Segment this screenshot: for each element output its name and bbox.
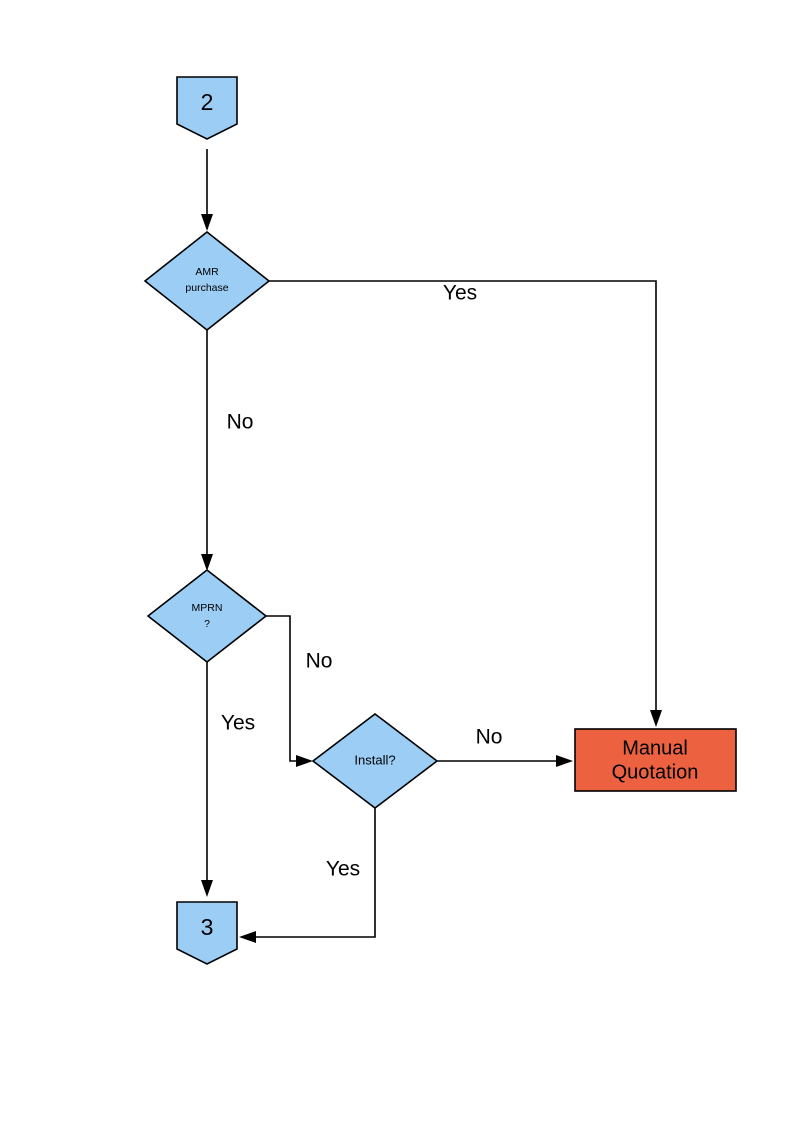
arrowhead-left bbox=[239, 931, 256, 943]
arrowhead-right bbox=[556, 755, 573, 767]
node-label: 2 bbox=[201, 89, 214, 115]
edge-line bbox=[246, 808, 376, 938]
arrowhead-down bbox=[650, 710, 662, 727]
node-label: 3 bbox=[201, 914, 214, 940]
diamond-shape[interactable] bbox=[311, 712, 439, 810]
edge-label-no: No bbox=[227, 411, 254, 434]
edge-label-no: No bbox=[306, 650, 333, 673]
node-connector-2[interactable]: 2 bbox=[176, 76, 238, 140]
arrowhead-right bbox=[296, 755, 313, 767]
node-install[interactable]: Install? bbox=[311, 712, 439, 810]
edge-amr-no: No bbox=[201, 330, 253, 571]
edge-label-yes: Yes bbox=[326, 858, 360, 881]
node-label-line-2: Quotation bbox=[612, 761, 699, 783]
edge-install-yes: Yes bbox=[239, 808, 376, 943]
arrowhead-down bbox=[201, 554, 213, 571]
node-connector-3[interactable]: 3 bbox=[176, 901, 238, 965]
diamond-shape[interactable] bbox=[143, 230, 271, 332]
node-label-line-1: MPRN bbox=[192, 602, 223, 614]
nodes-layer: 2 AMR purchase MPRN ? Install? bbox=[143, 76, 737, 965]
edge-mprn-yes: Yes bbox=[201, 662, 255, 897]
edge-line bbox=[269, 280, 657, 721]
edge-2-to-amr bbox=[201, 149, 213, 231]
node-label-line-2: ? bbox=[204, 618, 210, 630]
edge-amr-yes: Yes bbox=[269, 280, 662, 727]
arrowhead-down bbox=[201, 214, 213, 231]
pentagon-down-shape[interactable] bbox=[176, 901, 238, 965]
edge-label-yes: Yes bbox=[443, 282, 477, 305]
node-label-line-2: purchase bbox=[185, 282, 228, 294]
edges-layer: Yes No No Yes No bbox=[201, 149, 662, 943]
edge-label-no: No bbox=[476, 726, 503, 749]
process-box-shape[interactable] bbox=[574, 728, 737, 792]
diamond-shape[interactable] bbox=[146, 568, 268, 664]
node-amr-purchase[interactable]: AMR purchase bbox=[143, 230, 271, 332]
node-label-line-1: Manual bbox=[622, 737, 688, 759]
edge-mprn-no: No bbox=[266, 615, 333, 767]
arrowhead-down bbox=[201, 880, 213, 897]
node-manual-quotation[interactable]: Manual Quotation bbox=[574, 728, 737, 792]
pentagon-down-shape[interactable] bbox=[176, 76, 238, 140]
node-mprn[interactable]: MPRN ? bbox=[146, 568, 268, 664]
edge-line bbox=[266, 615, 306, 762]
node-label: Install? bbox=[354, 752, 395, 767]
edge-install-no: No bbox=[437, 726, 573, 767]
node-label-line-1: AMR bbox=[195, 266, 219, 278]
edge-label-yes: Yes bbox=[221, 712, 255, 735]
